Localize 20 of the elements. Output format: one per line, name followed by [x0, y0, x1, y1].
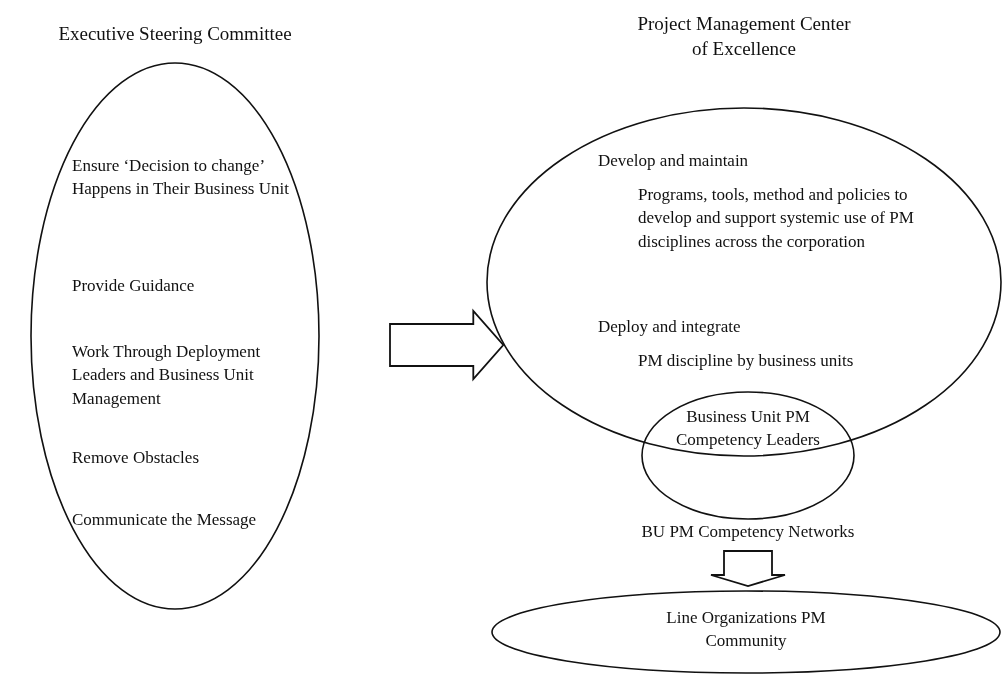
node-text: Provide Guidance [72, 275, 196, 297]
node-text: Remove Obstacles [72, 447, 200, 469]
node-text: Business Unit PM Competency Leaders [675, 406, 821, 452]
node-text: Work Through Deployment Leaders and Business Unit Management [72, 341, 262, 410]
node-text: PM discipline by business units [638, 350, 855, 372]
edge-label: BU PM Competency Networks [641, 522, 855, 542]
node-text: Deploy and integrate [598, 316, 742, 338]
node-heading: Executive Steering Committee [57, 22, 293, 46]
node-text: Develop and maintain [598, 150, 750, 172]
ellipse-node [491, 590, 1001, 674]
node-text: Line Organizations PM Community [665, 607, 827, 653]
node-text: Programs, tools, method and policies to develop and support systemic use of PM disciplines across the corporation [638, 184, 915, 253]
ellipse-node [30, 62, 320, 610]
block-arrow [389, 308, 505, 382]
node-text: Ensure ‘Decision to change’ Happens in Their Business Unit [72, 155, 290, 201]
block-arrow [710, 550, 786, 587]
node-heading: Project Management Center of Excellence [636, 12, 852, 61]
ellipse-node [486, 107, 1002, 457]
node-text: Communicate the Message [72, 509, 258, 531]
ellipse-node [641, 391, 855, 520]
